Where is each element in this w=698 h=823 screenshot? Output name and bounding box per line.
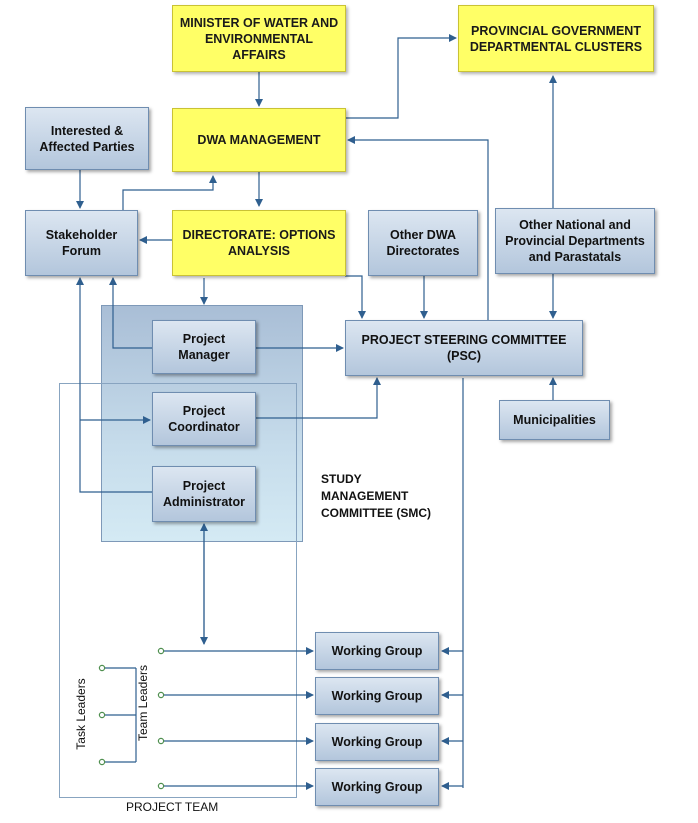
arrow-psc-to-dwa — [347, 136, 489, 320]
project-manager-box: Project Manager — [152, 320, 256, 374]
other-national-box: Other National and Provincial Department… — [495, 208, 655, 274]
interested-parties-box: Interested & Affected Parties — [25, 107, 149, 170]
arrow-directorate-to-psc — [345, 275, 366, 319]
stakeholder-forum-box: Stakeholder Forum — [25, 210, 138, 276]
arrow-dwa-to-provincial — [346, 34, 457, 119]
project-coordinator-box: Project Coordinator — [152, 392, 256, 446]
working-group-box: Working Group — [315, 677, 439, 715]
psc-box: PROJECT STEERING COMMITTEE (PSC) — [345, 320, 583, 376]
smc-label: STUDY MANAGEMENT COMMITTEE (SMC) — [321, 472, 431, 520]
municipalities-box: Municipalities — [499, 400, 610, 440]
minister-box: MINISTER OF WATER AND ENVIRONMENTAL AFFA… — [172, 5, 346, 72]
provincial-clusters-box: PROVINCIAL GOVERNMENT DEPARTMENTAL CLUST… — [458, 5, 654, 72]
arrow-forum-to-dwa — [122, 175, 217, 210]
dwa-management-box: DWA MANAGEMENT — [172, 108, 346, 172]
team-leaders-label: Team Leaders — [136, 664, 150, 742]
project-administrator-box: Project Administrator — [152, 466, 256, 522]
arrow-manager-to-forum — [109, 277, 152, 349]
project-team-region — [59, 383, 297, 798]
arrow-coordinator-to-psc — [256, 377, 381, 419]
working-group-box: Working Group — [315, 632, 439, 670]
working-group-box: Working Group — [315, 723, 439, 761]
working-group-box: Working Group — [315, 768, 439, 806]
other-dwa-box: Other DWA Directorates — [368, 210, 478, 276]
project-team-label: PROJECT TEAM — [126, 800, 219, 814]
arrow-admin-to-forum — [76, 277, 152, 493]
task-leaders-label: Task Leaders — [74, 678, 88, 750]
directorate-box: DIRECTORATE: OPTIONS ANALYSIS — [172, 210, 346, 276]
